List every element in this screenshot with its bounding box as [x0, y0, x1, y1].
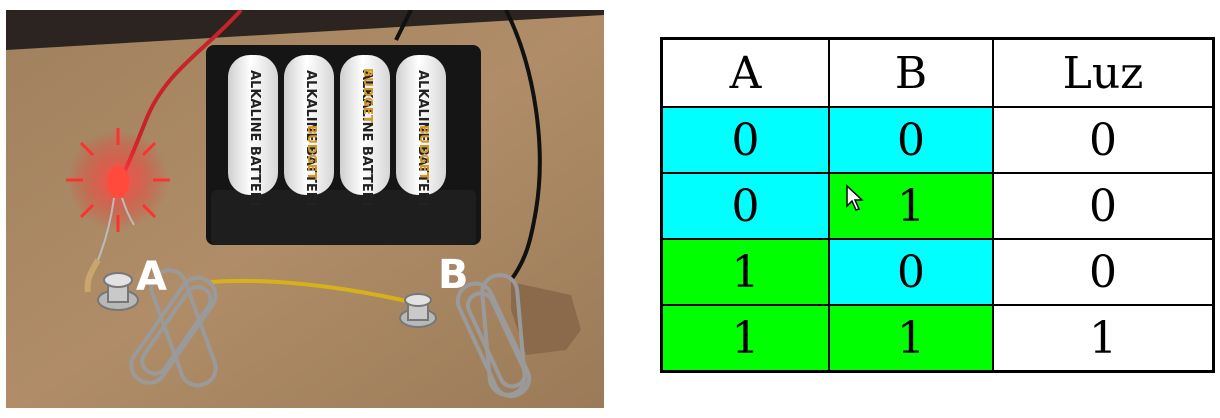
cell-luz: 0	[992, 172, 1215, 240]
label-b: B	[438, 252, 469, 298]
battery-text-4: ALKALINE BATTERI	[415, 70, 430, 207]
header-row: A B Luz	[660, 37, 1215, 108]
cell-luz: 0	[992, 106, 1215, 174]
cell-b: 1	[828, 172, 994, 240]
header-a: A	[660, 37, 830, 108]
thumbtack-a-icon	[97, 272, 139, 311]
header-luz: Luz	[992, 37, 1215, 108]
cell-b: 1	[828, 304, 994, 373]
circuit-photo: ALKALINE BATTERI ALKALINE BATTERI ALKALI…	[6, 10, 604, 408]
table-row: 1 1 1	[660, 304, 1215, 373]
battery-text-1: ALKALINE BATTERI	[247, 70, 262, 207]
truth-table: A B Luz 0 0 0 0 1 0 1 0 0 1 1 1	[660, 37, 1215, 373]
cell-luz: 1	[992, 304, 1215, 373]
switch-b	[455, 273, 532, 398]
table-row: 0 1 0	[660, 172, 1215, 240]
table-row: 1 0 0	[660, 238, 1215, 306]
black-wire	[504, 10, 542, 282]
switch-a	[129, 268, 218, 388]
thumbtack-b-icon	[399, 293, 437, 328]
cell-luz: 0	[992, 238, 1215, 306]
battery-brand-3: BUDGET	[417, 125, 431, 181]
mouse-pointer-icon	[846, 184, 864, 211]
cell-a: 1	[660, 238, 830, 306]
table-row: 0 0 0	[660, 106, 1215, 174]
label-a: A	[136, 254, 167, 300]
cell-b: 0	[828, 238, 994, 306]
battery-brand: BUDGET	[305, 125, 319, 181]
yellow-wire	[210, 278, 412, 304]
led-icon	[66, 128, 170, 261]
battery-pack: ALKALINE BATTERI ALKALINE BATTERI ALKALI…	[206, 45, 481, 245]
cell-b: 0	[828, 106, 994, 174]
header-b: B	[828, 37, 994, 108]
resistor	[84, 258, 101, 293]
battery-text-2: ALKALINE BATTERI	[303, 70, 318, 207]
battery-text-3: ALKALINE BATTERI	[359, 70, 374, 207]
cardboard-tab	[511, 282, 581, 355]
cell-a: 0	[660, 106, 830, 174]
cell-a: 0	[660, 172, 830, 240]
battery-brand-2: BUDGET	[361, 68, 375, 124]
cell-a: 1	[660, 304, 830, 373]
